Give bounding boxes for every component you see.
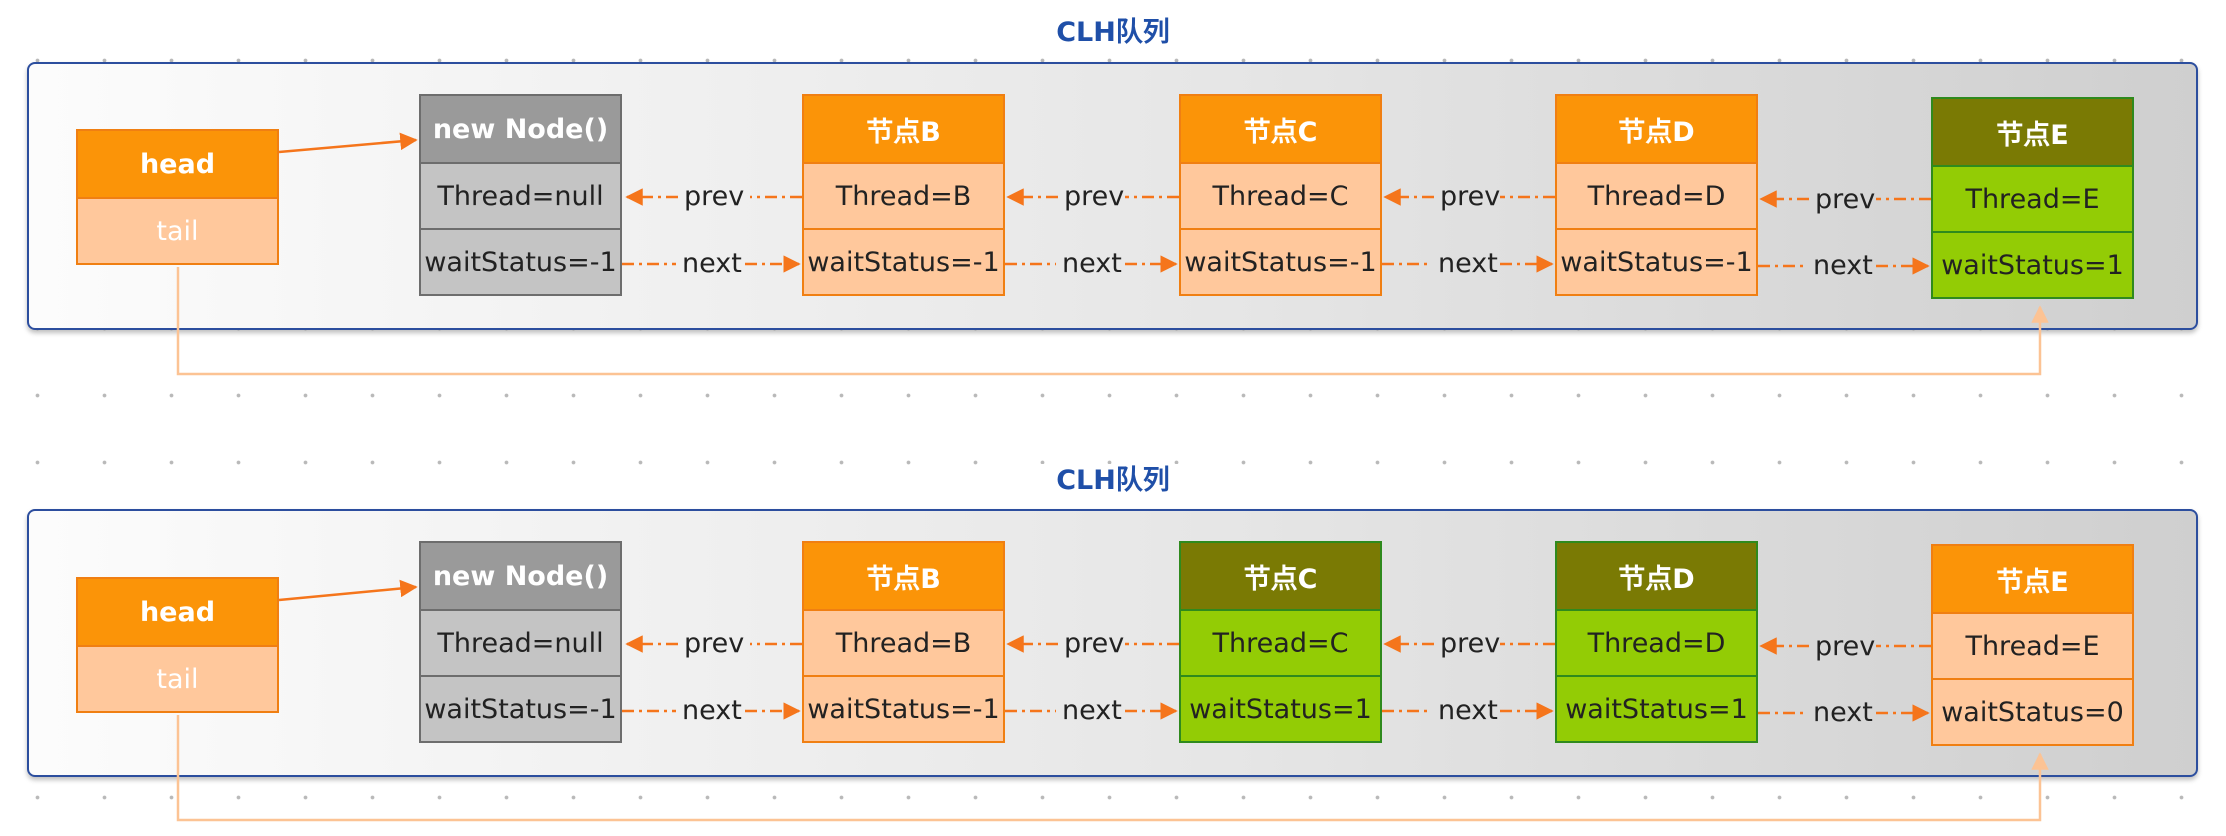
node-header: new Node()	[421, 96, 620, 162]
node-thread: Thread=null	[421, 609, 620, 675]
prev-label: prev	[1440, 181, 1501, 212]
panel-2-container	[27, 509, 2198, 777]
node-e-1: 节点E Thread=E waitStatus=1	[1931, 97, 2134, 299]
node-header: 节点D	[1557, 96, 1756, 162]
prev-label: prev	[1064, 628, 1125, 659]
tail-label: tail	[78, 197, 277, 263]
node-wait-status: waitStatus=-1	[421, 228, 620, 294]
prev-label: prev	[1815, 631, 1876, 662]
prev-label: prev	[1440, 628, 1501, 659]
node-header: 节点B	[804, 543, 1003, 609]
node-thread: Thread=null	[421, 162, 620, 228]
head-tail-box-2: head tail	[76, 577, 279, 713]
head-tail-box-1: head tail	[76, 129, 279, 265]
node-c-2: 节点C Thread=C waitStatus=1	[1179, 541, 1382, 743]
next-label: next	[1438, 248, 1498, 279]
prev-label: prev	[684, 181, 745, 212]
node-new-node-2: new Node() Thread=null waitStatus=-1	[419, 541, 622, 743]
next-label: next	[1062, 248, 1122, 279]
next-label: next	[682, 695, 742, 726]
node-wait-status: waitStatus=1	[1933, 231, 2132, 297]
node-header: 节点D	[1557, 543, 1756, 609]
prev-label: prev	[1815, 184, 1876, 215]
node-header: new Node()	[421, 543, 620, 609]
node-d-2: 节点D Thread=D waitStatus=1	[1555, 541, 1758, 743]
tail-pointer-line	[176, 267, 2049, 376]
next-label: next	[682, 248, 742, 279]
node-thread: Thread=B	[804, 609, 1003, 675]
head-label: head	[78, 131, 277, 197]
panel-1-container	[27, 62, 2198, 330]
node-c-1: 节点C Thread=C waitStatus=-1	[1179, 94, 1382, 296]
head-pointer-arrow	[278, 132, 418, 154]
tail-label: tail	[78, 645, 277, 711]
node-header: 节点C	[1181, 543, 1380, 609]
tail-pointer-line	[176, 715, 2049, 822]
node-thread: Thread=C	[1181, 609, 1380, 675]
node-e-2: 节点E Thread=E waitStatus=0	[1931, 544, 2134, 746]
node-thread: Thread=D	[1557, 162, 1756, 228]
node-thread: Thread=C	[1181, 162, 1380, 228]
node-new-node-1: new Node() Thread=null waitStatus=-1	[419, 94, 622, 296]
node-wait-status: waitStatus=0	[1933, 678, 2132, 744]
node-thread: Thread=E	[1933, 165, 2132, 231]
node-wait-status: waitStatus=1	[1181, 675, 1380, 741]
node-wait-status: waitStatus=-1	[1181, 228, 1380, 294]
head-label: head	[78, 579, 277, 645]
node-thread: Thread=D	[1557, 609, 1756, 675]
panel-1-title: CLH队列	[993, 16, 1233, 50]
next-label: next	[1813, 250, 1873, 281]
node-b-2: 节点B Thread=B waitStatus=-1	[802, 541, 1005, 743]
node-d-1: 节点D Thread=D waitStatus=-1	[1555, 94, 1758, 296]
prev-label: prev	[684, 628, 745, 659]
node-wait-status: waitStatus=-1	[421, 675, 620, 741]
node-header: 节点C	[1181, 96, 1380, 162]
node-thread: Thread=E	[1933, 612, 2132, 678]
next-label: next	[1438, 695, 1498, 726]
node-b-1: 节点B Thread=B waitStatus=-1	[802, 94, 1005, 296]
node-thread: Thread=B	[804, 162, 1003, 228]
next-label: next	[1062, 695, 1122, 726]
next-label: next	[1813, 697, 1873, 728]
prev-label: prev	[1064, 181, 1125, 212]
head-pointer-arrow	[278, 579, 418, 602]
node-wait-status: waitStatus=-1	[1557, 228, 1756, 294]
node-header: 节点E	[1933, 99, 2132, 165]
node-header: 节点E	[1933, 546, 2132, 612]
node-wait-status: waitStatus=-1	[804, 675, 1003, 741]
node-header: 节点B	[804, 96, 1003, 162]
node-wait-status: waitStatus=1	[1557, 675, 1756, 741]
node-wait-status: waitStatus=-1	[804, 228, 1003, 294]
panel-2-title: CLH队列	[993, 464, 1233, 498]
